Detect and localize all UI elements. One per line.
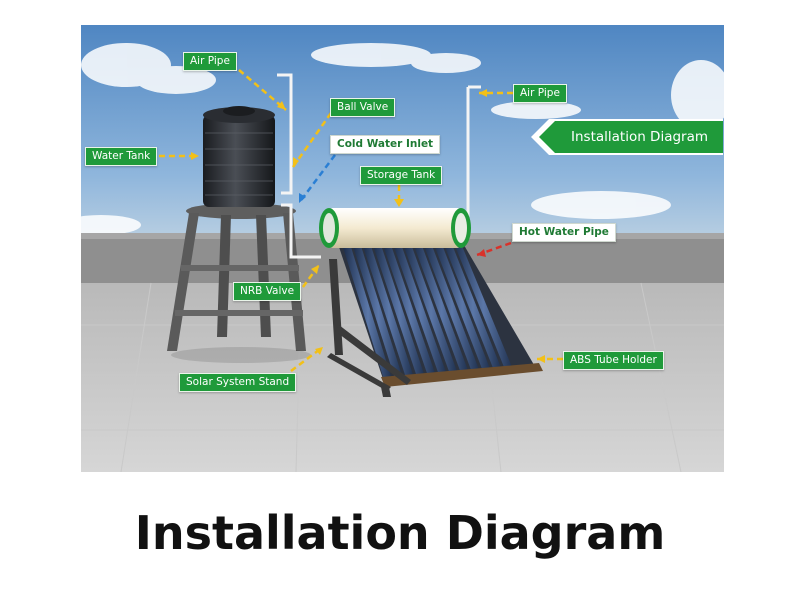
vacuum-tubes	[343, 241, 514, 383]
label-cold-water-inlet: Cold Water Inlet	[330, 135, 441, 154]
arrow-heads	[191, 89, 545, 363]
page-caption: Installation Diagram	[134, 506, 666, 560]
air-pipe-left	[277, 73, 293, 195]
arrow-ball-valve	[291, 112, 333, 168]
installation-scene	[81, 25, 724, 472]
storage-tank	[319, 208, 471, 248]
label-air-pipe-right: Air Pipe	[513, 84, 567, 103]
label-storage-tank: Storage Tank	[360, 166, 443, 185]
installation-diagram-banner: Installation Diagram	[531, 119, 723, 155]
arrow-air-pipe-left	[238, 69, 287, 111]
label-ball-valve: Ball Valve	[330, 98, 396, 117]
label-solar-system-stand: Solar System Stand	[179, 373, 297, 392]
label-hot-water-pipe: Hot Water Pipe	[512, 223, 616, 242]
label-abs-tube-holder: ABS Tube Holder	[563, 351, 664, 370]
banner-arrow-shape	[531, 119, 723, 155]
label-nrb-valve: NRB Valve	[233, 282, 302, 301]
water-tank-stand	[167, 203, 311, 363]
cold-water-pipe	[281, 203, 321, 259]
label-water-tank: Water Tank	[85, 147, 158, 166]
arrow-cold-water-inlet	[298, 154, 336, 204]
abs-tube-holder-rail	[381, 363, 543, 387]
scene-illustration	[81, 25, 724, 472]
water-tank	[203, 106, 275, 207]
air-pipe-right	[466, 85, 481, 221]
label-air-pipe-left: Air Pipe	[183, 52, 237, 71]
solar-collector	[327, 240, 543, 397]
banner-text: Installation Diagram	[571, 129, 709, 145]
